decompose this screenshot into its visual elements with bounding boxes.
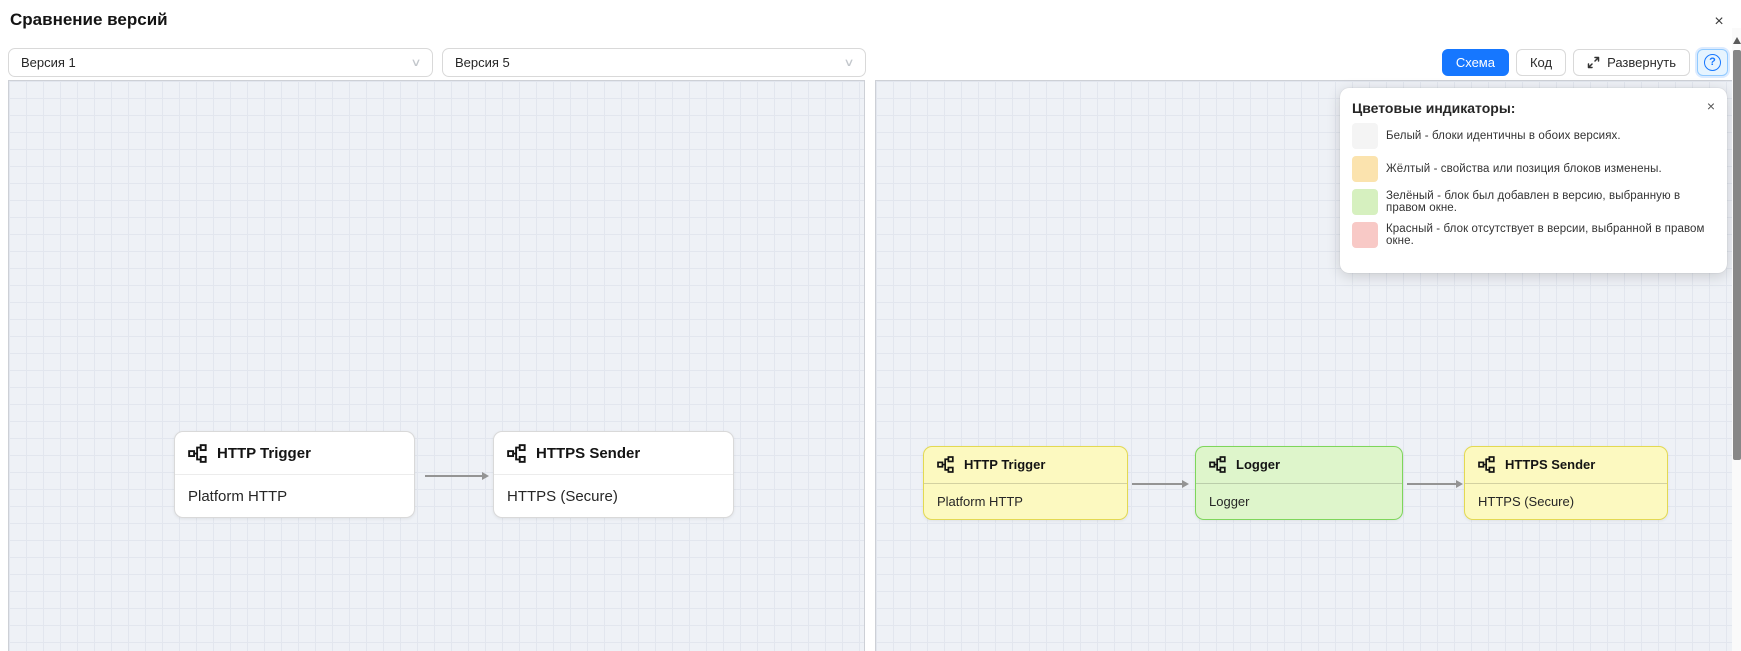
legend-item-yellow: Жёлтый - свойства или позиция блоков изм… [1352,156,1713,182]
view-toolbar: Схема Код Развернуть ? [1441,48,1728,76]
workflow-block-icon [1478,456,1495,474]
legend-close-icon[interactable]: × [1706,98,1715,114]
vertical-scrollbar[interactable] [1732,28,1741,651]
node-title: HTTPS Sender [536,444,641,462]
legend-item-white: Белый - блоки идентичны в обоих версиях. [1352,123,1713,149]
flow-node-https-sender[interactable]: HTTPS Sender HTTPS (Secure) [493,431,734,518]
legend-item-green: Зелёный - блок был добавлен в версию, вы… [1352,189,1713,215]
right-version-select-value: Версия 5 [455,55,510,70]
schema-view-label: Схема [1455,54,1495,70]
dialog-close-icon[interactable]: × [1709,12,1729,32]
left-version-select[interactable]: Версия 1 ∨ [8,48,433,77]
workflow-block-icon [937,456,954,474]
right-version-select[interactable]: Версия 5 ∨ [442,48,866,77]
legend-item-red: Красный - блок отсутствует в версии, выб… [1352,222,1713,248]
help-button[interactable]: ? [1697,48,1728,76]
page-title: Сравнение версий [10,10,168,29]
white-swatch [1352,123,1378,149]
code-view-label: Код [1529,54,1553,70]
node-title: HTTP Trigger [217,444,311,462]
workflow-block-icon [188,443,207,463]
node-subtitle: HTTPS (Secure) [507,487,618,505]
color-legend-popup: Цветовые индикаторы: × Белый - блоки иде… [1340,88,1727,273]
green-swatch [1352,189,1378,215]
connector-arrow [425,471,489,480]
yellow-swatch [1352,156,1378,182]
node-title: HTTP Trigger [964,457,1046,473]
red-swatch [1352,222,1378,248]
node-subtitle: Platform HTTP [937,493,1023,509]
question-circle-icon: ? [1704,53,1721,71]
workflow-block-icon [1209,456,1226,474]
expand-arrows-icon [1587,56,1600,68]
legend-item-label: Жёлтый - свойства или позиция блоков изм… [1386,163,1662,175]
flow-node-http-trigger-changed[interactable]: HTTP Trigger Platform HTTP [923,446,1128,520]
flow-node-http-trigger[interactable]: HTTP Trigger Platform HTTP [174,431,415,518]
connector-arrow [1407,479,1463,488]
legend-title: Цветовые индикаторы: [1352,100,1516,116]
code-view-button[interactable]: Код [1515,48,1567,76]
chevron-down-icon: ∨ [410,57,422,69]
connector-arrow [1132,479,1189,488]
left-version-canvas[interactable]: HTTP Trigger Platform HTTP HTTPS Sender … [8,80,865,651]
expand-label: Развернуть [1607,54,1676,70]
legend-item-label: Красный - блок отсутствует в версии, выб… [1386,223,1705,247]
node-subtitle: Platform HTTP [188,487,288,505]
node-title: HTTPS Sender [1505,457,1596,473]
workflow-block-icon [507,443,526,463]
legend-item-label: Белый - блоки идентичны в обоих версиях. [1386,130,1621,142]
flow-node-https-sender-changed[interactable]: HTTPS Sender HTTPS (Secure) [1464,446,1668,520]
expand-button[interactable]: Развернуть [1573,48,1690,76]
flow-node-logger-added[interactable]: Logger Logger [1195,446,1403,520]
scrollbar-thumb[interactable] [1732,50,1741,460]
node-title: Logger [1236,457,1281,473]
node-subtitle: HTTPS (Secure) [1478,493,1575,509]
schema-view-button[interactable]: Схема [1441,48,1509,76]
scroll-up-arrow-icon[interactable] [1732,36,1741,46]
node-subtitle: Logger [1209,493,1250,509]
left-version-select-value: Версия 1 [21,55,76,70]
chevron-down-icon: ∨ [843,57,855,69]
legend-item-label: Зелёный - блок был добавлен в версию, вы… [1386,190,1681,214]
